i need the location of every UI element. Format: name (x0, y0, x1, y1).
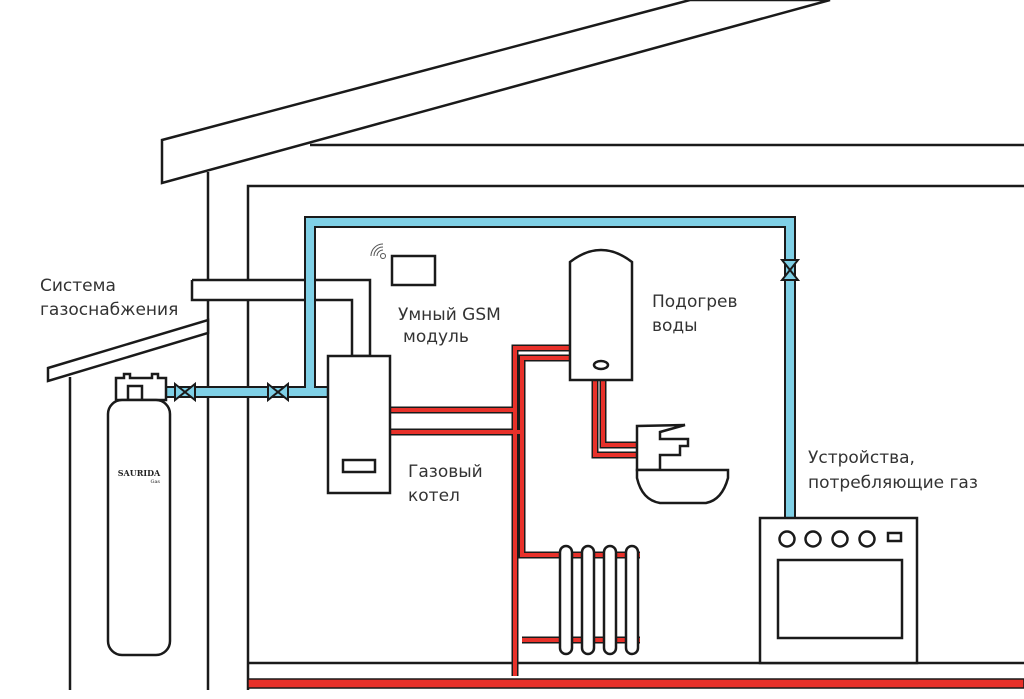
label-heater-2: воды (652, 316, 698, 336)
valve-icon[interactable] (267, 381, 289, 403)
radiator (558, 544, 640, 656)
outdoor-shed (46, 318, 210, 690)
label-heater-1: Подогрев (652, 292, 738, 312)
sink (635, 423, 730, 505)
house-roof (160, 0, 1024, 185)
label-devices-2: потребляющие газ (808, 473, 978, 493)
label-gas-supply-2: газоснабжения (40, 300, 178, 320)
gas-cylinder: SAURIDA Gas (106, 372, 172, 657)
water-heater (568, 248, 634, 382)
label-boiler-2: котел (408, 486, 460, 506)
wifi-icon (370, 243, 386, 259)
boiler-flue (190, 278, 372, 358)
label-gsm-2: модуль (403, 327, 469, 347)
label-devices-1: Устройства, (808, 448, 915, 468)
gas-boiler (326, 354, 392, 495)
gas-stove (758, 516, 919, 665)
label-boiler-1: Газовый (408, 462, 483, 482)
label-gsm-1: Умный GSM (398, 305, 501, 325)
floor-heating-pipe (247, 678, 1024, 689)
label-gas-supply-1: Система (40, 276, 116, 296)
valve-icon[interactable] (174, 381, 196, 403)
valve-icon[interactable] (779, 259, 801, 281)
heating-pipes (390, 344, 640, 676)
gsm-module (390, 254, 437, 287)
cylinder-brand-sub: Gas (150, 479, 160, 485)
cylinder-brand: SAURIDA (118, 468, 161, 478)
